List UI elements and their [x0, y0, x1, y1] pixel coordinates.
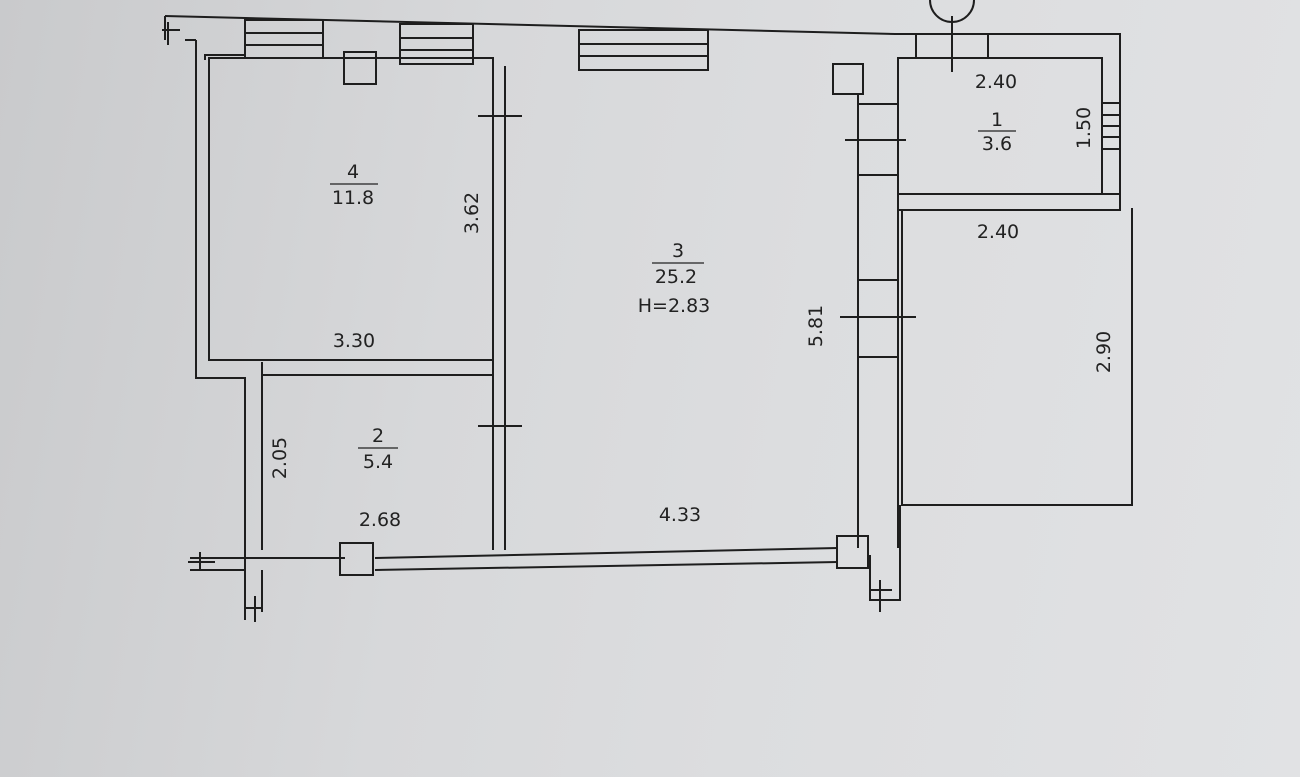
- loggia-depth-dim: 2.90: [1093, 331, 1115, 373]
- balcony-top-dim: 2.40: [975, 71, 1017, 93]
- bathroom-width-dim: 2.68: [359, 509, 401, 531]
- bedroom-number: 4: [347, 161, 359, 183]
- living-area: 25.2: [655, 266, 697, 288]
- exterior-walls: [162, 15, 1121, 622]
- bathroom-depth-dim: 2.05: [269, 437, 291, 479]
- living-width-dim: 4.33: [659, 504, 701, 526]
- loggia-width-dim: 2.40: [977, 221, 1019, 243]
- room-bedroom: 4 11.8 3.62 3.30: [208, 57, 494, 361]
- balcony-number: 1: [991, 109, 1003, 131]
- living-depth-dim: 5.81: [805, 305, 827, 347]
- bedroom-width-dim: 3.30: [333, 330, 375, 352]
- bathroom-area: 5.4: [363, 451, 393, 473]
- balcony-area: 3.6: [982, 133, 1012, 155]
- bathroom-number: 2: [372, 425, 384, 447]
- bedroom-area: 11.8: [332, 187, 374, 209]
- bedroom-depth-dim: 3.62: [461, 192, 483, 234]
- balcony-side-dim: 1.50: [1073, 107, 1095, 149]
- ceiling-height: H=2.83: [638, 295, 711, 317]
- room-loggia: 2.40 2.90: [901, 208, 1133, 506]
- living-number: 3: [672, 240, 684, 262]
- columns: [339, 51, 869, 576]
- room-balcony: 2.40 1 3.6 1.50: [897, 57, 1121, 211]
- interior-walls: [261, 60, 916, 550]
- north-arrow: [929, 0, 975, 72]
- room-living: 3 25.2 H=2.83 4.33 5.81: [638, 240, 827, 526]
- room-bathroom: 2 5.4 2.05 2.68: [269, 425, 401, 531]
